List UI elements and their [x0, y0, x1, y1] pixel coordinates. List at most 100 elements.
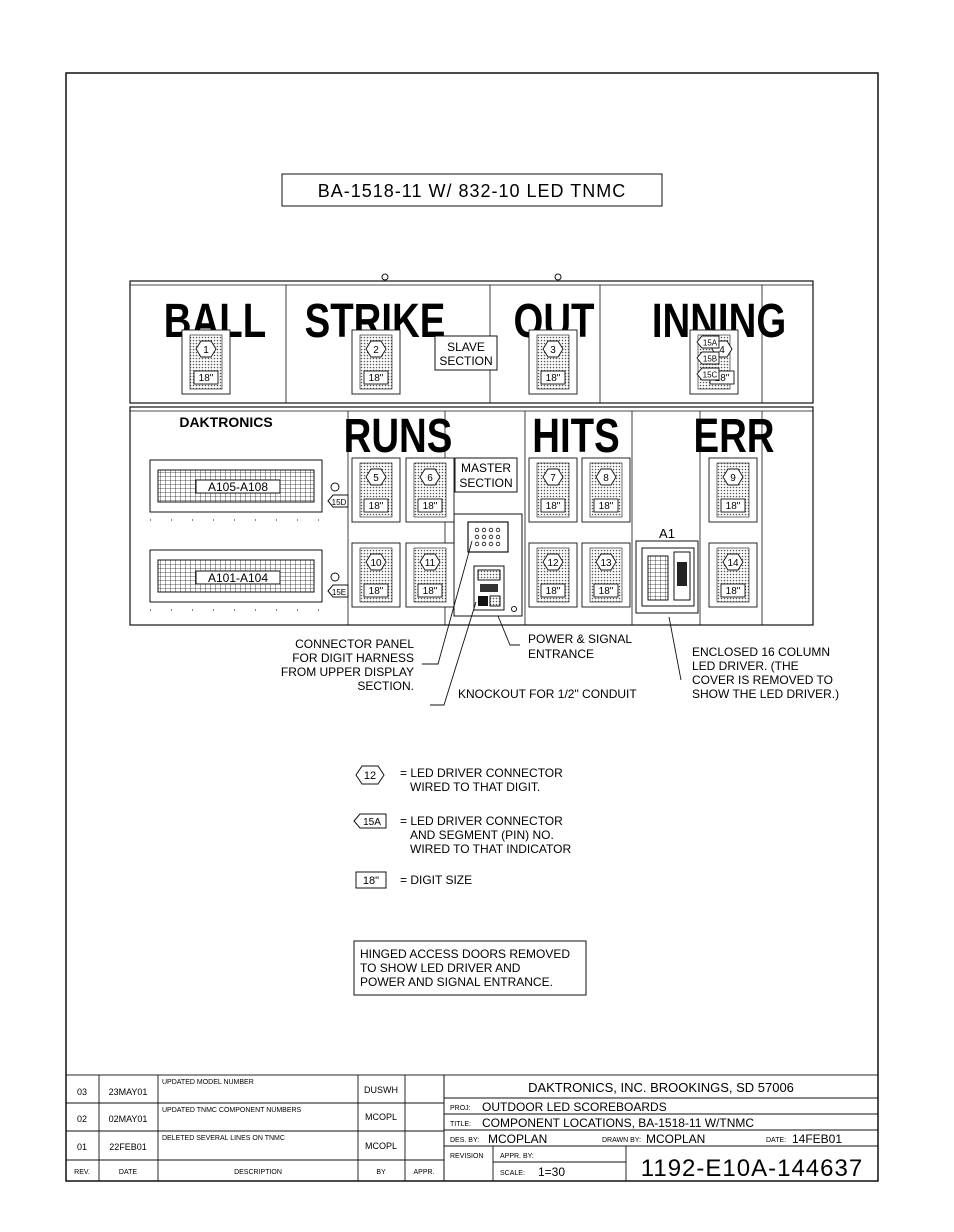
digit-size-label: 18"	[369, 501, 384, 512]
digit-size-label: 18"	[546, 586, 561, 597]
svg-text:BY: BY	[376, 1169, 386, 1176]
digit-size-label: 18"	[369, 586, 384, 597]
digit-size-label: 18"	[546, 501, 561, 512]
svg-text:HINGED ACCESS DOORS REMOVED: HINGED ACCESS DOORS REMOVED	[360, 947, 570, 961]
connector-panel	[467, 521, 509, 553]
digit-module-7: 718"	[528, 457, 578, 523]
svg-text:02MAY01: 02MAY01	[109, 1114, 148, 1124]
digit-module-13: 13 18"	[581, 542, 631, 608]
digit-module-8: 8 18"	[581, 457, 631, 523]
digit-number: 8	[603, 473, 609, 484]
enclosed-led-driver	[635, 540, 699, 614]
digit-module-12: 12 18"	[528, 542, 578, 608]
svg-text:REVISION: REVISION	[450, 1153, 483, 1160]
digit-size-label: 18"	[423, 501, 438, 512]
svg-text:18": 18"	[363, 875, 379, 887]
digit-number: 10	[370, 558, 382, 569]
project-name: OUTDOOR LED SCOREBOARDS	[482, 1100, 667, 1114]
pin-symbol-15c: 15C	[696, 367, 720, 381]
digit-number: 13	[600, 558, 612, 569]
digit-size-label: 18"	[726, 586, 741, 597]
svg-text:SCALE:: SCALE:	[500, 1170, 525, 1177]
svg-text:AND SEGMENT (PIN) NO.: AND SEGMENT (PIN) NO.	[410, 828, 554, 842]
callout-knockout: KNOCKOUT FOR 1/2" CONDUIT	[458, 687, 637, 701]
digit-size-label: 18"	[599, 501, 614, 512]
legend-size-symbol	[355, 871, 387, 889]
digit-number: 2	[373, 345, 379, 356]
svg-text:DES. BY:: DES. BY:	[450, 1137, 479, 1144]
digit-size-label: 18"	[369, 373, 384, 384]
led-driver-lower: A101-A104	[149, 549, 323, 611]
drawing-title: BA-1518-11 W/ 832-10 LED TNMC	[318, 181, 626, 201]
legend-pin-symbol	[353, 813, 387, 829]
svg-text:DRAWN BY:: DRAWN BY:	[602, 1137, 641, 1144]
digit-size-label: 18"	[599, 586, 614, 597]
digit-number: 6	[427, 473, 433, 484]
svg-text:LED DRIVER. (THE: LED DRIVER. (THE	[692, 659, 799, 673]
master-section-box	[454, 457, 518, 493]
caption-err: ERR	[693, 410, 774, 463]
connector-icon	[330, 572, 340, 582]
driver-label-upper: A105-A108	[208, 480, 268, 494]
digit-module-6: 6 18"	[405, 457, 455, 523]
brand-logo: DAKTRONICS	[179, 414, 272, 430]
legend-digit-connector-symbol	[355, 765, 385, 785]
digit-number: 3	[550, 345, 556, 356]
svg-text:FOR DIGIT HARNESS: FOR DIGIT HARNESS	[292, 651, 414, 665]
drawing-title-box	[281, 173, 663, 207]
svg-text:UPDATED MODEL NUMBER: UPDATED MODEL NUMBER	[162, 1079, 254, 1086]
pin-symbol-15e	[327, 584, 349, 598]
svg-text:SECTION.: SECTION.	[357, 679, 414, 693]
drawing-number: 1192-E10A-144637	[641, 1155, 863, 1182]
svg-text:03: 03	[77, 1087, 87, 1097]
svg-text:DELETED SEVERAL LINES ON TNMC: DELETED SEVERAL LINES ON TNMC	[162, 1135, 285, 1142]
callout-power-signal: POWER & SIGNAL ENTRANCE	[528, 632, 632, 661]
digit-number: 9	[730, 473, 736, 484]
lifting-eye-icon	[554, 273, 562, 281]
connector-icon	[330, 482, 340, 492]
callout-leaders	[422, 540, 682, 706]
svg-text:POWER AND SIGNAL ENTRANCE.: POWER AND SIGNAL ENTRANCE.	[360, 975, 553, 989]
svg-text:SHOW THE LED DRIVER.): SHOW THE LED DRIVER.)	[692, 687, 839, 701]
sheet-title: COMPONENT LOCATIONS, BA-1518-11 W/TNMC	[482, 1116, 754, 1130]
svg-text:DUSWH: DUSWH	[364, 1085, 398, 1095]
digit-module-3: 318"	[528, 329, 578, 395]
svg-text:COVER IS REMOVED TO: COVER IS REMOVED TO	[692, 673, 833, 687]
svg-text:APPR. BY:: APPR. BY:	[500, 1153, 534, 1160]
digit-size-label: 18"	[726, 501, 741, 512]
pin-label: 15C	[703, 371, 718, 380]
slave-section-label-1: SLAVE	[447, 340, 485, 354]
svg-text:UPDATED TNMC COMPONENT NUMBERS: UPDATED TNMC COMPONENT NUMBERS	[162, 1107, 302, 1114]
revision-rows: 03 23MAY01 UPDATED MODEL NUMBER DUSWH 02…	[74, 1079, 434, 1176]
caption-runs: RUNS	[344, 410, 453, 463]
digit-size-label: 18"	[199, 373, 214, 384]
svg-text:MCOPL: MCOPL	[365, 1112, 397, 1122]
svg-text:= DIGIT SIZE: = DIGIT SIZE	[400, 873, 472, 887]
svg-text:FROM UPPER DISPLAY: FROM UPPER DISPLAY	[281, 665, 414, 679]
svg-text:15A: 15A	[363, 817, 381, 828]
digit-number: 12	[547, 558, 559, 569]
digit-module-10: 10 18"	[351, 542, 401, 608]
svg-text:MCOPLAN: MCOPLAN	[488, 1132, 547, 1146]
svg-text:ENCLOSED 16 COLUMN: ENCLOSED 16 COLUMN	[692, 645, 830, 659]
pin-label-15d: 15D	[332, 498, 347, 507]
svg-text:14FEB01: 14FEB01	[792, 1132, 842, 1146]
master-section-label-2: SECTION	[459, 476, 512, 490]
legend: 12 = LED DRIVER CONNECTOR WIRED TO THAT …	[353, 765, 571, 889]
svg-text:WIRED TO THAT INDICATOR: WIRED TO THAT INDICATOR	[410, 842, 571, 856]
digit-module-2: 2 18"	[351, 329, 401, 395]
callout-enclosed-driver: ENCLOSED 16 COLUMN LED DRIVER. (THE COVE…	[692, 645, 839, 701]
lower-display-section: DAKTRONICS RUNS HITS ERR MASTER SECTION …	[129, 406, 814, 626]
sheet-border	[65, 72, 879, 1182]
svg-text:DESCRIPTION: DESCRIPTION	[234, 1169, 282, 1176]
lifting-eye-icon	[381, 273, 389, 281]
svg-text:= LED DRIVER CONNECTOR: = LED DRIVER CONNECTOR	[400, 766, 563, 780]
pin-symbol-15b: 15B	[696, 351, 720, 365]
svg-text:DATE: DATE	[119, 1169, 137, 1176]
a1-label: A1	[659, 526, 675, 541]
svg-text:MCOPL: MCOPL	[365, 1141, 397, 1151]
svg-text:CONNECTOR PANEL: CONNECTOR PANEL	[295, 637, 414, 651]
note-text: HINGED ACCESS DOORS REMOVED TO SHOW LED …	[360, 947, 570, 989]
